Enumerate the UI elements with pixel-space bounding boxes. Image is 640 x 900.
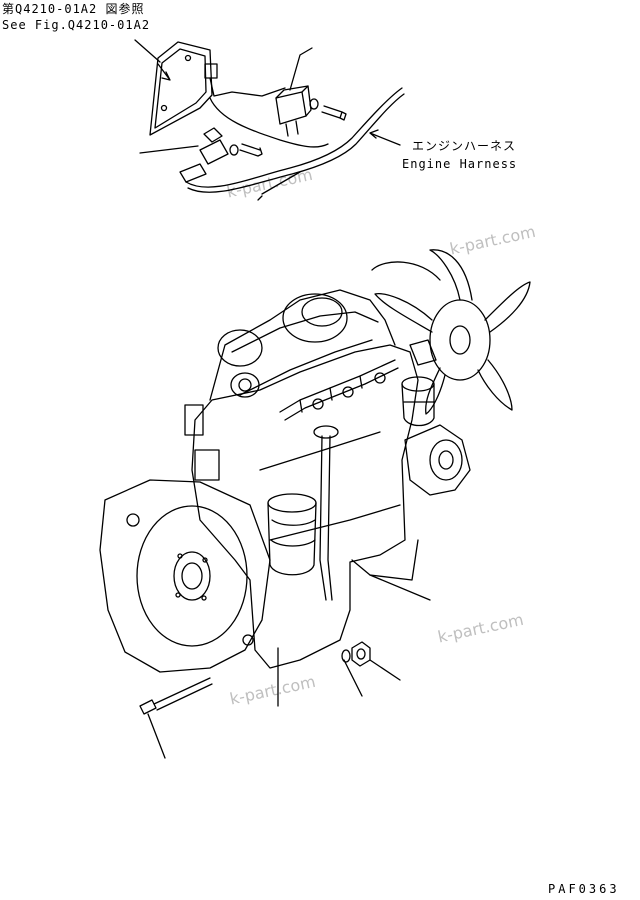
- nut-washer: [341, 641, 371, 667]
- engine-harness-wire: [185, 87, 405, 201]
- engine-block: [184, 289, 419, 669]
- relay-box: [275, 47, 313, 137]
- horn-relay: [179, 127, 263, 183]
- fuel-filter: [401, 339, 437, 427]
- washer-bolt-upper: [309, 98, 347, 121]
- water-pump-alternator: [404, 424, 471, 496]
- leader-nut: [369, 659, 401, 681]
- cooling-fan: [371, 249, 531, 415]
- harness-label-jp: エンジンハーネス: [412, 139, 517, 153]
- figure-code: PAF0363: [548, 882, 620, 896]
- arrow-bracket: [157, 63, 171, 81]
- figure-reference-en: See Fig.Q4210-01A2: [2, 18, 151, 32]
- leader-washer: [343, 659, 363, 697]
- dipstick-tube: [313, 425, 339, 601]
- harness-label-en: Engine Harness: [402, 157, 518, 171]
- figure-reference-jp: 第Q4210-01A2 図参照: [2, 2, 145, 16]
- oil-filter: [267, 493, 317, 576]
- leader-bracket: [134, 39, 161, 63]
- mounting-bracket: [149, 41, 213, 136]
- flywheel-housing: [99, 479, 271, 673]
- leader-block: [369, 574, 431, 601]
- leader-relay: [139, 145, 199, 154]
- connector-upper: [204, 63, 286, 97]
- leader-bolt: [147, 713, 166, 759]
- harness-leader: [369, 129, 401, 146]
- mounting-bolt: [139, 677, 213, 715]
